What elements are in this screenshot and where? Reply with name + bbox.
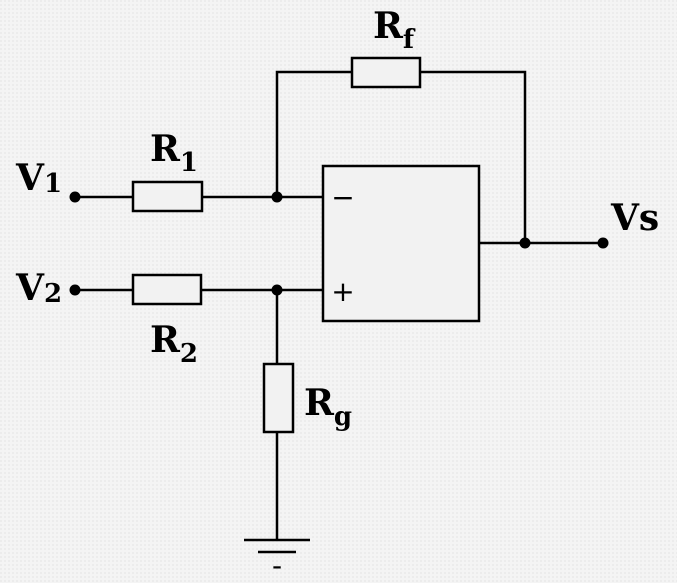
opamp-noninverting-sign: + <box>331 275 354 308</box>
label-v2: V2 <box>15 267 62 309</box>
ground-mark: - <box>272 549 282 582</box>
node-output <box>519 237 531 249</box>
opamp-block <box>321 164 481 323</box>
label-v1: V1 <box>15 157 62 199</box>
terminal-v2 <box>69 284 81 296</box>
label-r2: R2 <box>150 319 198 369</box>
terminal-vs <box>597 237 609 249</box>
node-inverting <box>271 191 283 203</box>
resistor-r1 <box>131 180 204 213</box>
label-r1: R1 <box>150 128 198 178</box>
resistor-rg <box>262 362 295 434</box>
node-noninverting <box>271 284 283 296</box>
ground-icon <box>244 538 310 554</box>
resistor-rf <box>350 56 422 89</box>
label-vs: Vs <box>610 197 659 239</box>
label-rg: Rg <box>304 382 352 432</box>
label-rf: Rf <box>373 5 416 55</box>
resistor-r2 <box>131 273 203 306</box>
wire-feedback-left <box>275 70 352 197</box>
opamp-inverting-sign: − <box>331 181 354 214</box>
wire-feedback-right <box>420 70 527 243</box>
terminal-v1 <box>69 191 81 203</box>
